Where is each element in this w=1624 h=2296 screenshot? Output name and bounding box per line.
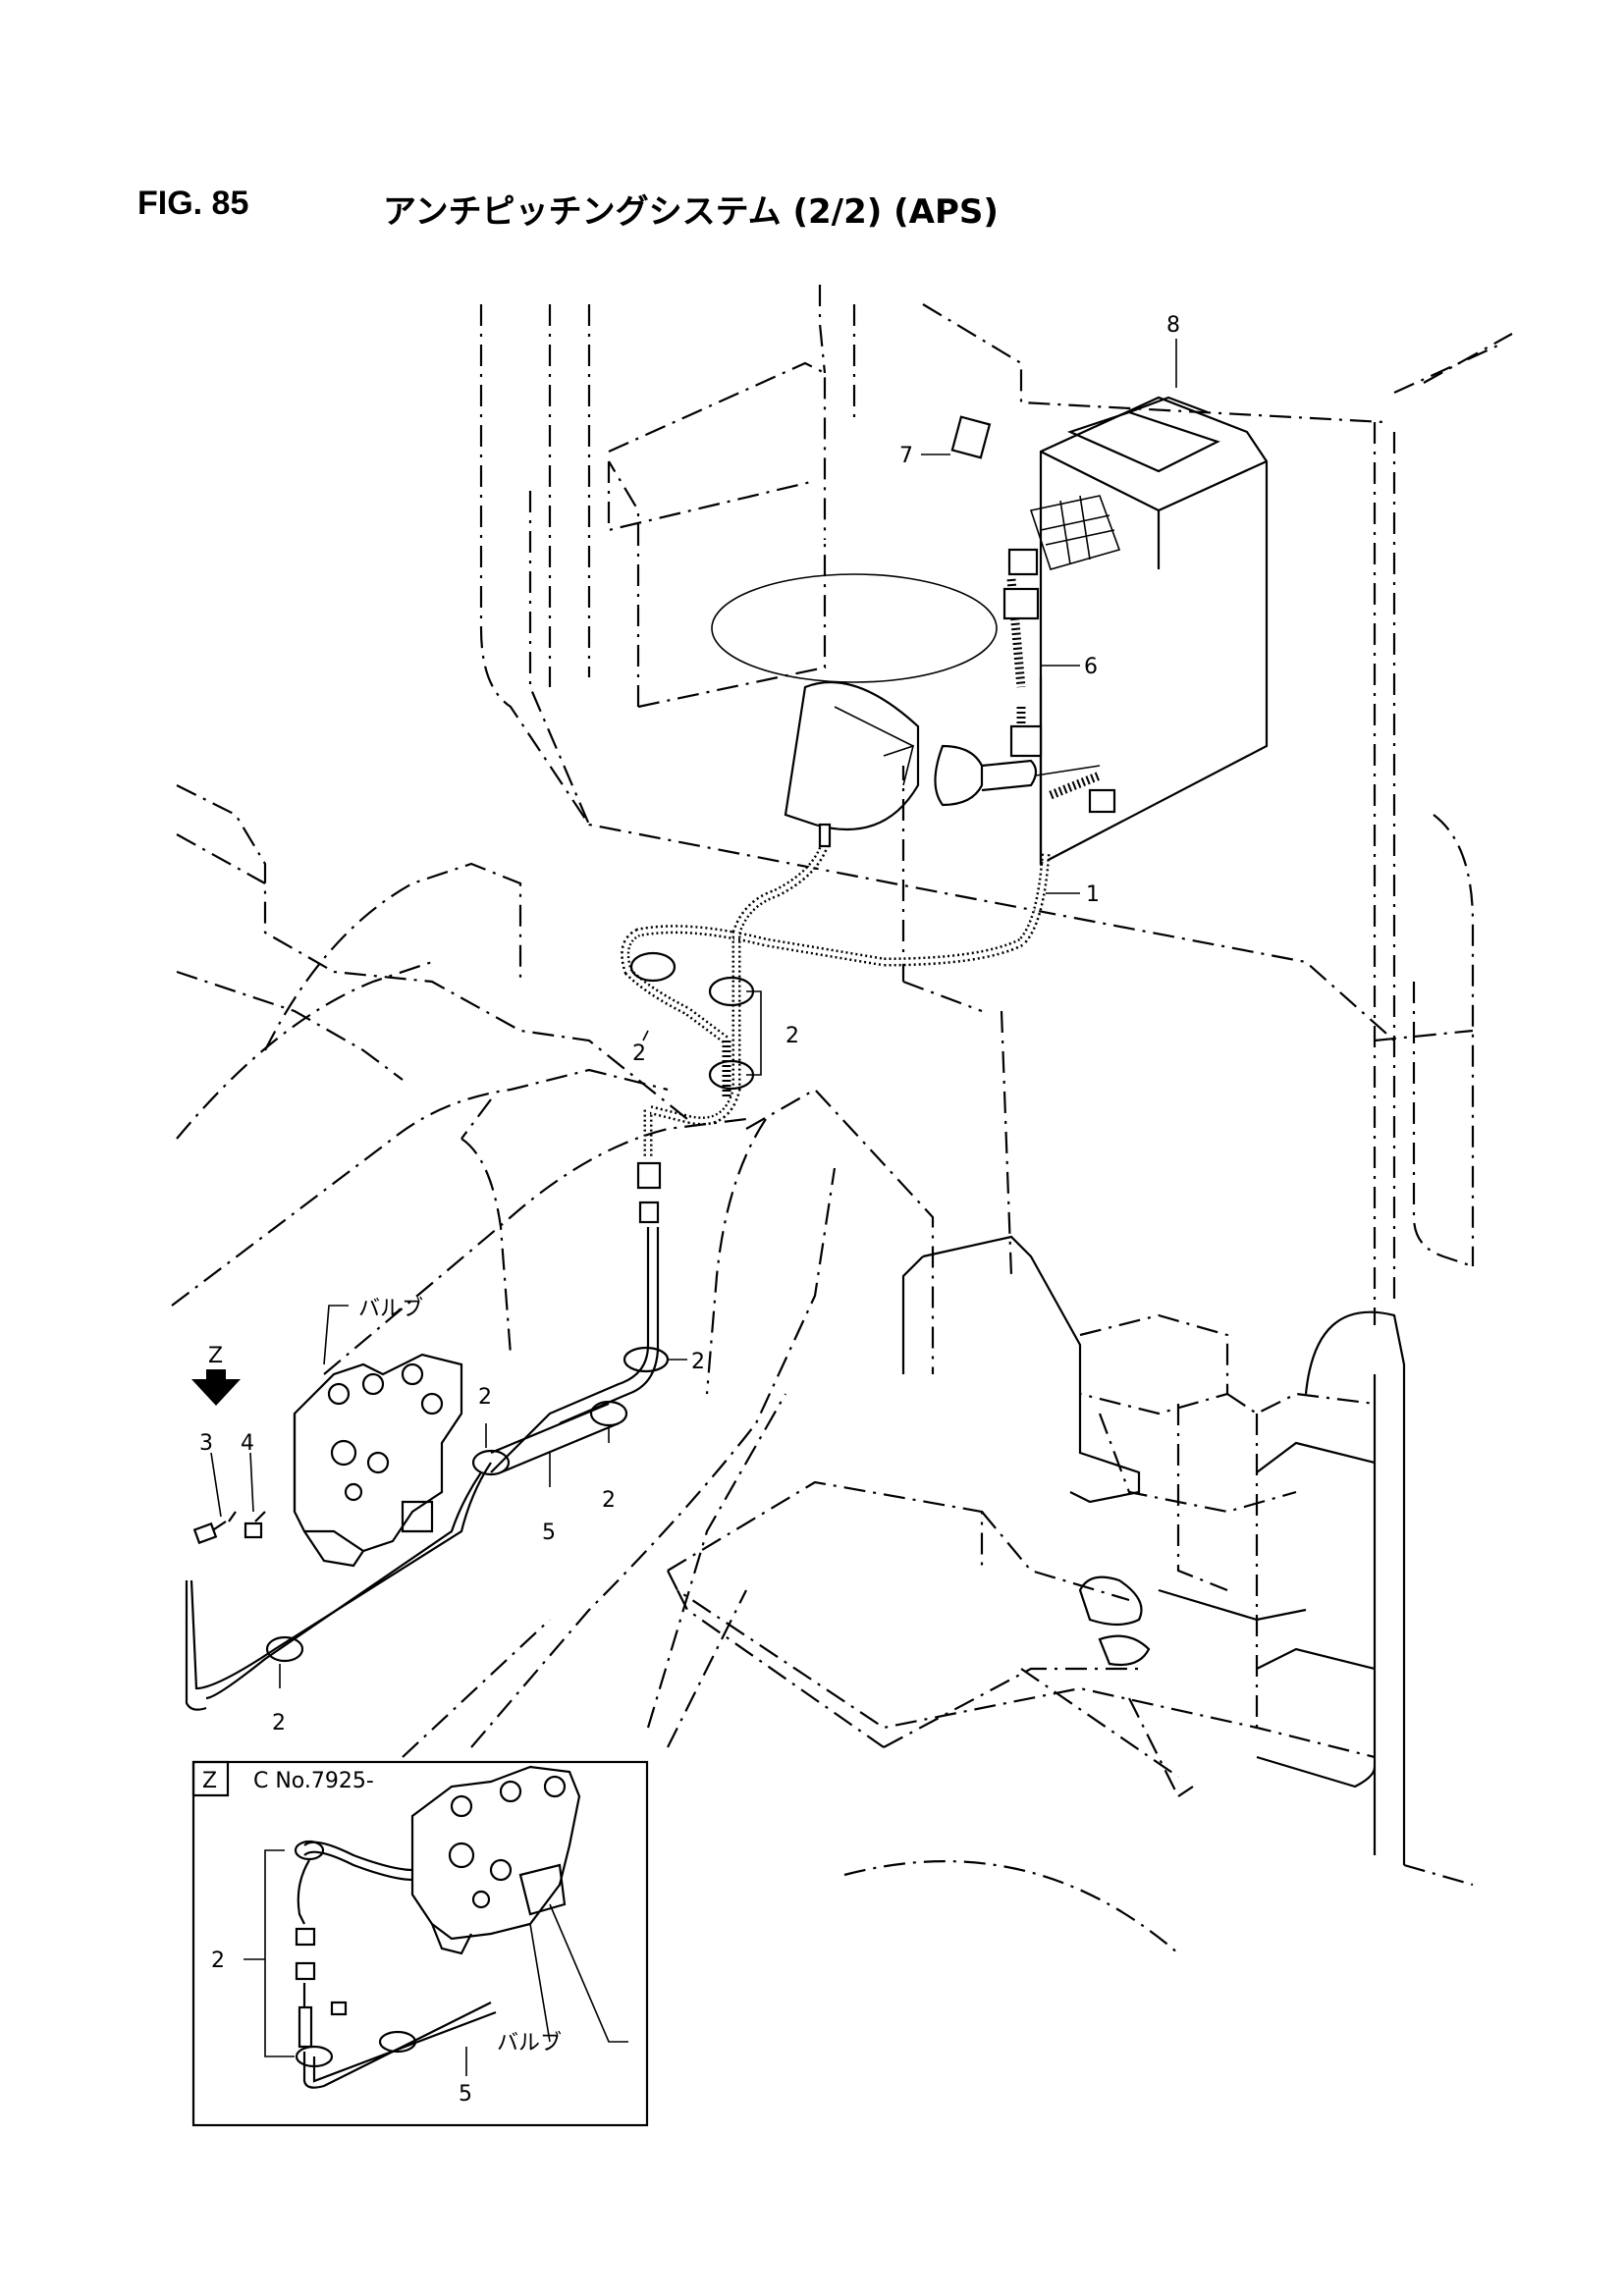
machine-body: [171, 784, 935, 1758]
callout-2-bottom: 2: [272, 1711, 286, 1735]
inset-callout-5: 5: [459, 2082, 472, 2107]
valve-assembly: [293, 1353, 463, 1568]
callout-1: 1: [1086, 882, 1100, 907]
inset-view-label: Z: [202, 1769, 217, 1793]
valve-label: バルブ: [358, 1297, 423, 1321]
callout-3: 3: [199, 1431, 213, 1456]
control-console: [1029, 396, 1269, 866]
clamps: [265, 951, 755, 1663]
callout-7: 7: [899, 444, 913, 468]
callout-2-right: 2: [785, 1024, 799, 1048]
figure-title: アンチピッチングシステム (2/2) (APS): [383, 192, 999, 232]
callout-6: 6: [1084, 655, 1098, 679]
callout-2-mid: 2: [691, 1350, 705, 1374]
callout-8: 8: [1166, 313, 1180, 338]
inset-valve-label: バルブ: [497, 2031, 562, 2056]
view-direction-arrow: [191, 1369, 241, 1406]
seat-pedestal: [711, 573, 1101, 831]
callout-numbers: 8 7 6 1 2 2 2 2 2 5 2 3 4 Z バルブ: [199, 313, 1180, 1735]
figure-number: FIG. 85: [137, 185, 249, 222]
wire-harness: [621, 415, 1116, 1224]
callout-5: 5: [542, 1521, 556, 1545]
view-arrow-label: Z: [208, 1344, 223, 1368]
inset-view-z: Z C No.7925- 2 5 バルブ: [191, 1760, 649, 2127]
lower-structures: [667, 1235, 1474, 1954]
inset-callout-2: 2: [211, 1949, 225, 1973]
leader-lines: [210, 339, 1177, 1688]
callout-2-left: 2: [632, 1041, 646, 1066]
inset-serial-range: C No.7925-: [253, 1769, 374, 1793]
valve-harness: [185, 1227, 660, 1711]
callout-2-valve-b: 2: [602, 1488, 616, 1513]
cab-outline: [479, 285, 1513, 1325]
callout-4: 4: [241, 1431, 254, 1456]
callout-2-valve-a: 2: [478, 1385, 492, 1410]
